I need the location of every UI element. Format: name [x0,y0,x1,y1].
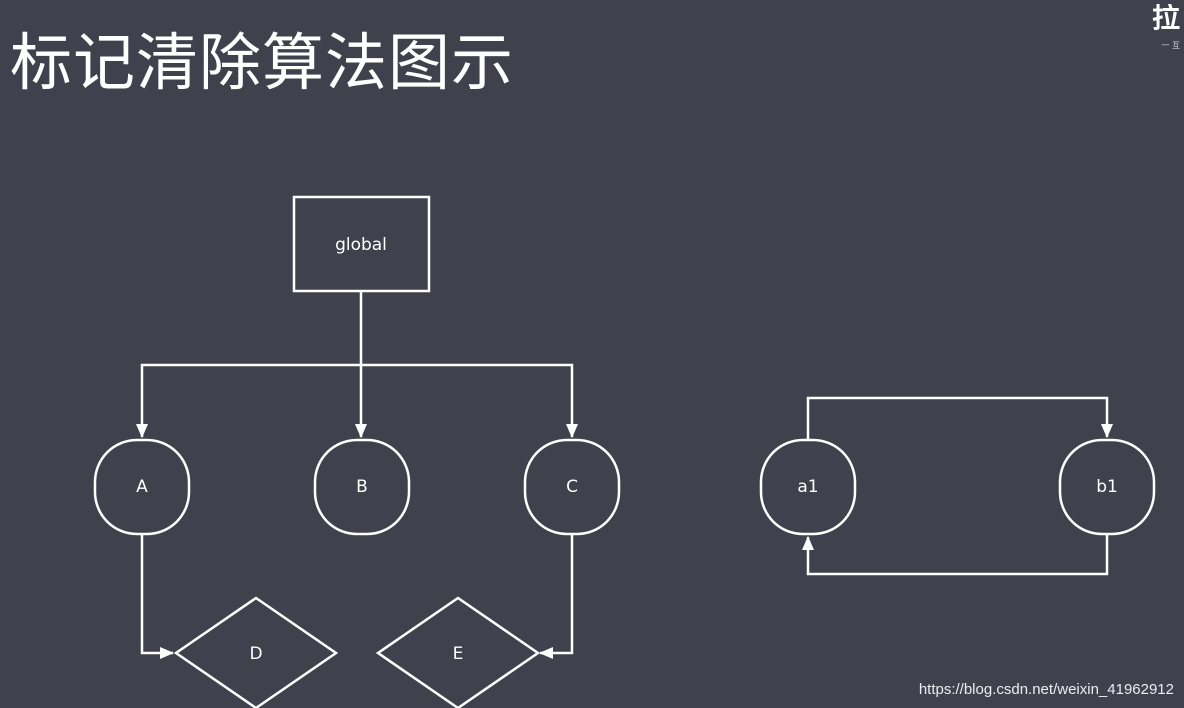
global-label: global [335,235,387,255]
slide-title: 标记清除算法图示 [10,26,515,99]
node-b1-label: b1 [1096,477,1118,497]
edge-a1-to-b1 [806,396,1113,440]
source-watermark: https://blog.csdn.net/weixin_41962912 [918,681,1174,698]
edge-global-to-a [136,363,361,438]
node-a1-label: a1 [797,477,818,497]
edge-global-to-c [361,363,578,438]
node-a-label: A [136,477,148,497]
node-e [375,596,541,708]
logo-mark: 拉 [1151,4,1180,34]
node-b-label: B [356,477,368,497]
logo-subtitle: 一 互 [1161,41,1180,50]
brand-logo: 拉 一 互 [1150,4,1180,51]
node-c-label: C [566,477,578,497]
edge-c-to-e [539,534,574,659]
node-b [313,438,411,536]
node-e-label: E [453,644,464,664]
node-d-label: D [249,644,262,664]
edge-a-to-d [140,534,174,659]
node-d [173,596,339,708]
edge-b1-to-a1 [802,534,1109,576]
